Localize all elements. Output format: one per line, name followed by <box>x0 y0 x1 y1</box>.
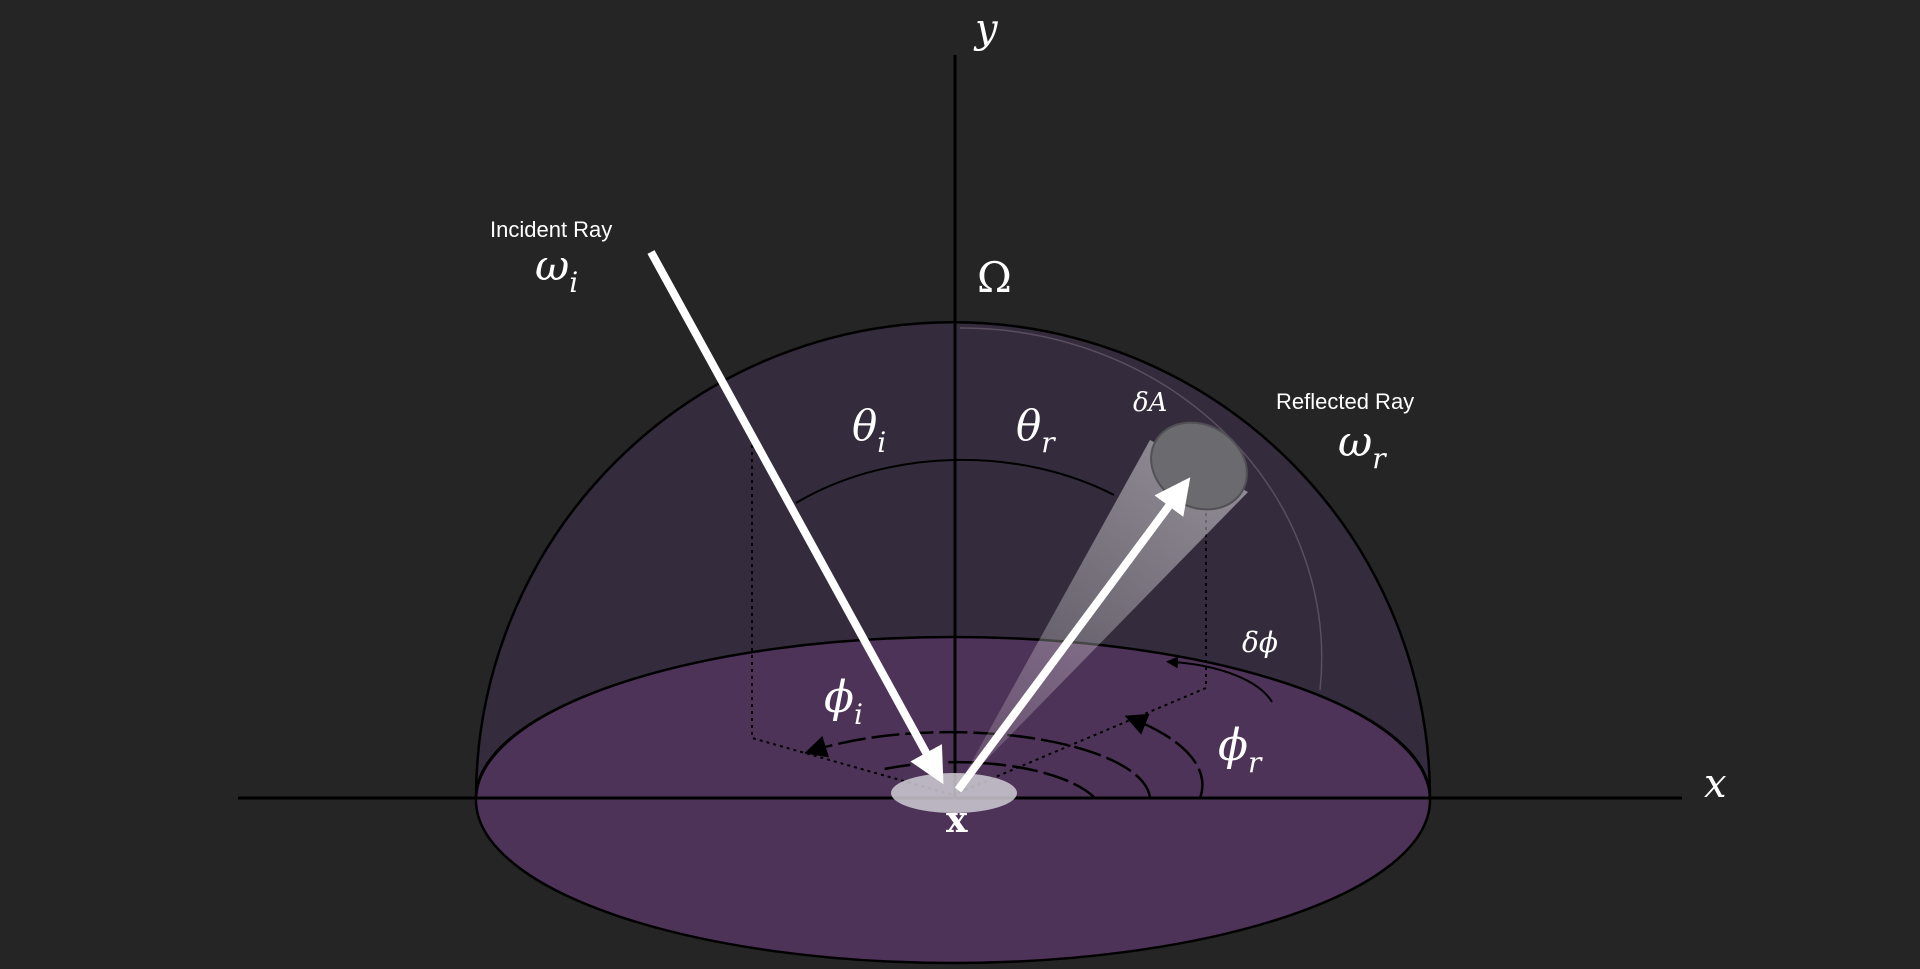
reflected-ray-label: Reflected Ray <box>1276 389 1414 414</box>
delta-a-label: δA <box>1133 388 1167 418</box>
phi-r-arc <box>1124 713 1204 799</box>
phi-r-label: ϕr <box>1218 720 1263 779</box>
delta-phi-label: δϕ <box>1242 626 1278 659</box>
phi-arc-inner <box>879 760 1096 799</box>
x-axis-label: x <box>1704 761 1727 807</box>
phi-i-arc <box>804 730 1152 799</box>
theta-i-label: θi <box>852 401 886 459</box>
phi-i-label: ϕi <box>824 672 863 731</box>
solid-angle-cone <box>955 440 1248 792</box>
incident-ray-label: Incident Ray <box>490 217 612 242</box>
y-axis-label: y <box>973 6 999 52</box>
theta-r-label: θr <box>1016 401 1056 459</box>
omega-r-label: ωr <box>1338 417 1387 475</box>
omega-label: Ω <box>977 253 1012 302</box>
theta-arc <box>795 458 1115 504</box>
omega-i-label: ωi <box>535 241 578 299</box>
reflected-projection <box>952 492 1207 796</box>
reflected-ray-arrow <box>954 477 1191 793</box>
delta-phi-arc <box>1166 656 1273 703</box>
point-x-label: x <box>946 799 968 841</box>
incident-ray-arrow <box>647 250 944 785</box>
